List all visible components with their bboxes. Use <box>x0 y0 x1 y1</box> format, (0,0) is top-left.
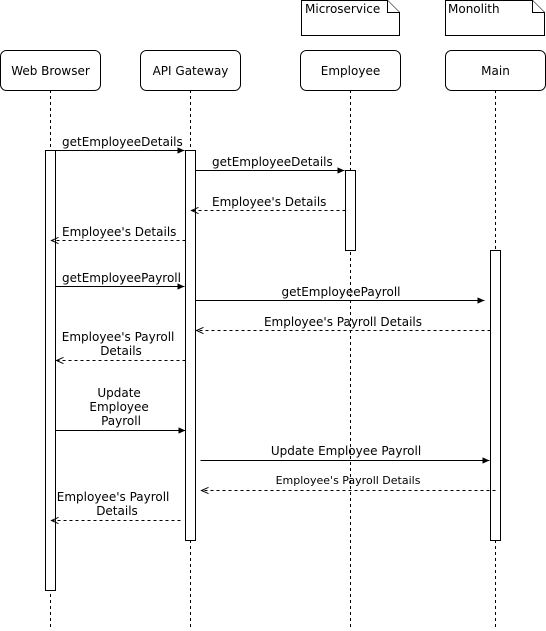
message-12: Employee's Payroll Details <box>52 490 181 521</box>
activation-main <box>490 250 501 541</box>
message-label: getEmployeePayroll <box>282 285 401 299</box>
activation-api-gateway <box>185 150 196 541</box>
message-8: Employee's Payroll Details <box>57 330 186 361</box>
actor-main: Main <box>445 50 546 91</box>
actor-api-gateway-label: API Gateway <box>153 64 229 78</box>
note-monolith: Monolith <box>445 0 545 36</box>
message-3: Employee's Details <box>192 195 346 211</box>
message-4: Employee's Details <box>52 225 186 241</box>
note-microservice: Microservice <box>301 0 400 36</box>
message-2: getEmployeeDetails <box>195 155 345 174</box>
activation-employee <box>345 170 356 251</box>
actor-api-gateway: API Gateway <box>140 50 241 91</box>
activation-web-browser <box>45 150 56 591</box>
message-label: Update Employee Payroll <box>89 386 152 428</box>
actor-employee-label: Employee <box>321 64 380 78</box>
actor-web-browser: Web Browser <box>0 50 101 91</box>
message-label: Employee's Details <box>62 225 176 239</box>
message-1: getEmployeeDetails <box>55 135 185 154</box>
message-label: Employee's Payroll Details <box>264 315 422 329</box>
note-microservice-label: Microservice <box>305 2 380 16</box>
message-label: Employee's Details <box>212 195 326 209</box>
message-label: Update Employee Payroll <box>271 444 421 458</box>
actor-main-label: Main <box>481 64 510 78</box>
message-label: getEmployeePayroll <box>62 271 181 285</box>
message-label: getEmployeeDetails <box>62 135 183 149</box>
message-label: Employee's Payroll Details <box>62 330 178 358</box>
message-7: Employee's Payroll Details <box>197 315 491 331</box>
message-label: getEmployeeDetails <box>212 155 333 169</box>
message-9: Update Employee Payroll <box>55 386 186 434</box>
note-monolith-label: Monolith <box>448 2 500 16</box>
message-label: Employee's Payroll Details <box>57 490 173 518</box>
actor-employee: Employee <box>300 50 401 91</box>
message-5: getEmployeePayroll <box>55 271 185 290</box>
actor-web-browser-label: Web Browser <box>11 64 90 78</box>
message-11: Employee's Payroll Details <box>202 474 496 491</box>
message-6: getEmployeePayroll <box>195 285 485 304</box>
message-10: Update Employee Payroll <box>200 444 490 464</box>
message-label: Employee's Payroll Details <box>276 474 421 487</box>
